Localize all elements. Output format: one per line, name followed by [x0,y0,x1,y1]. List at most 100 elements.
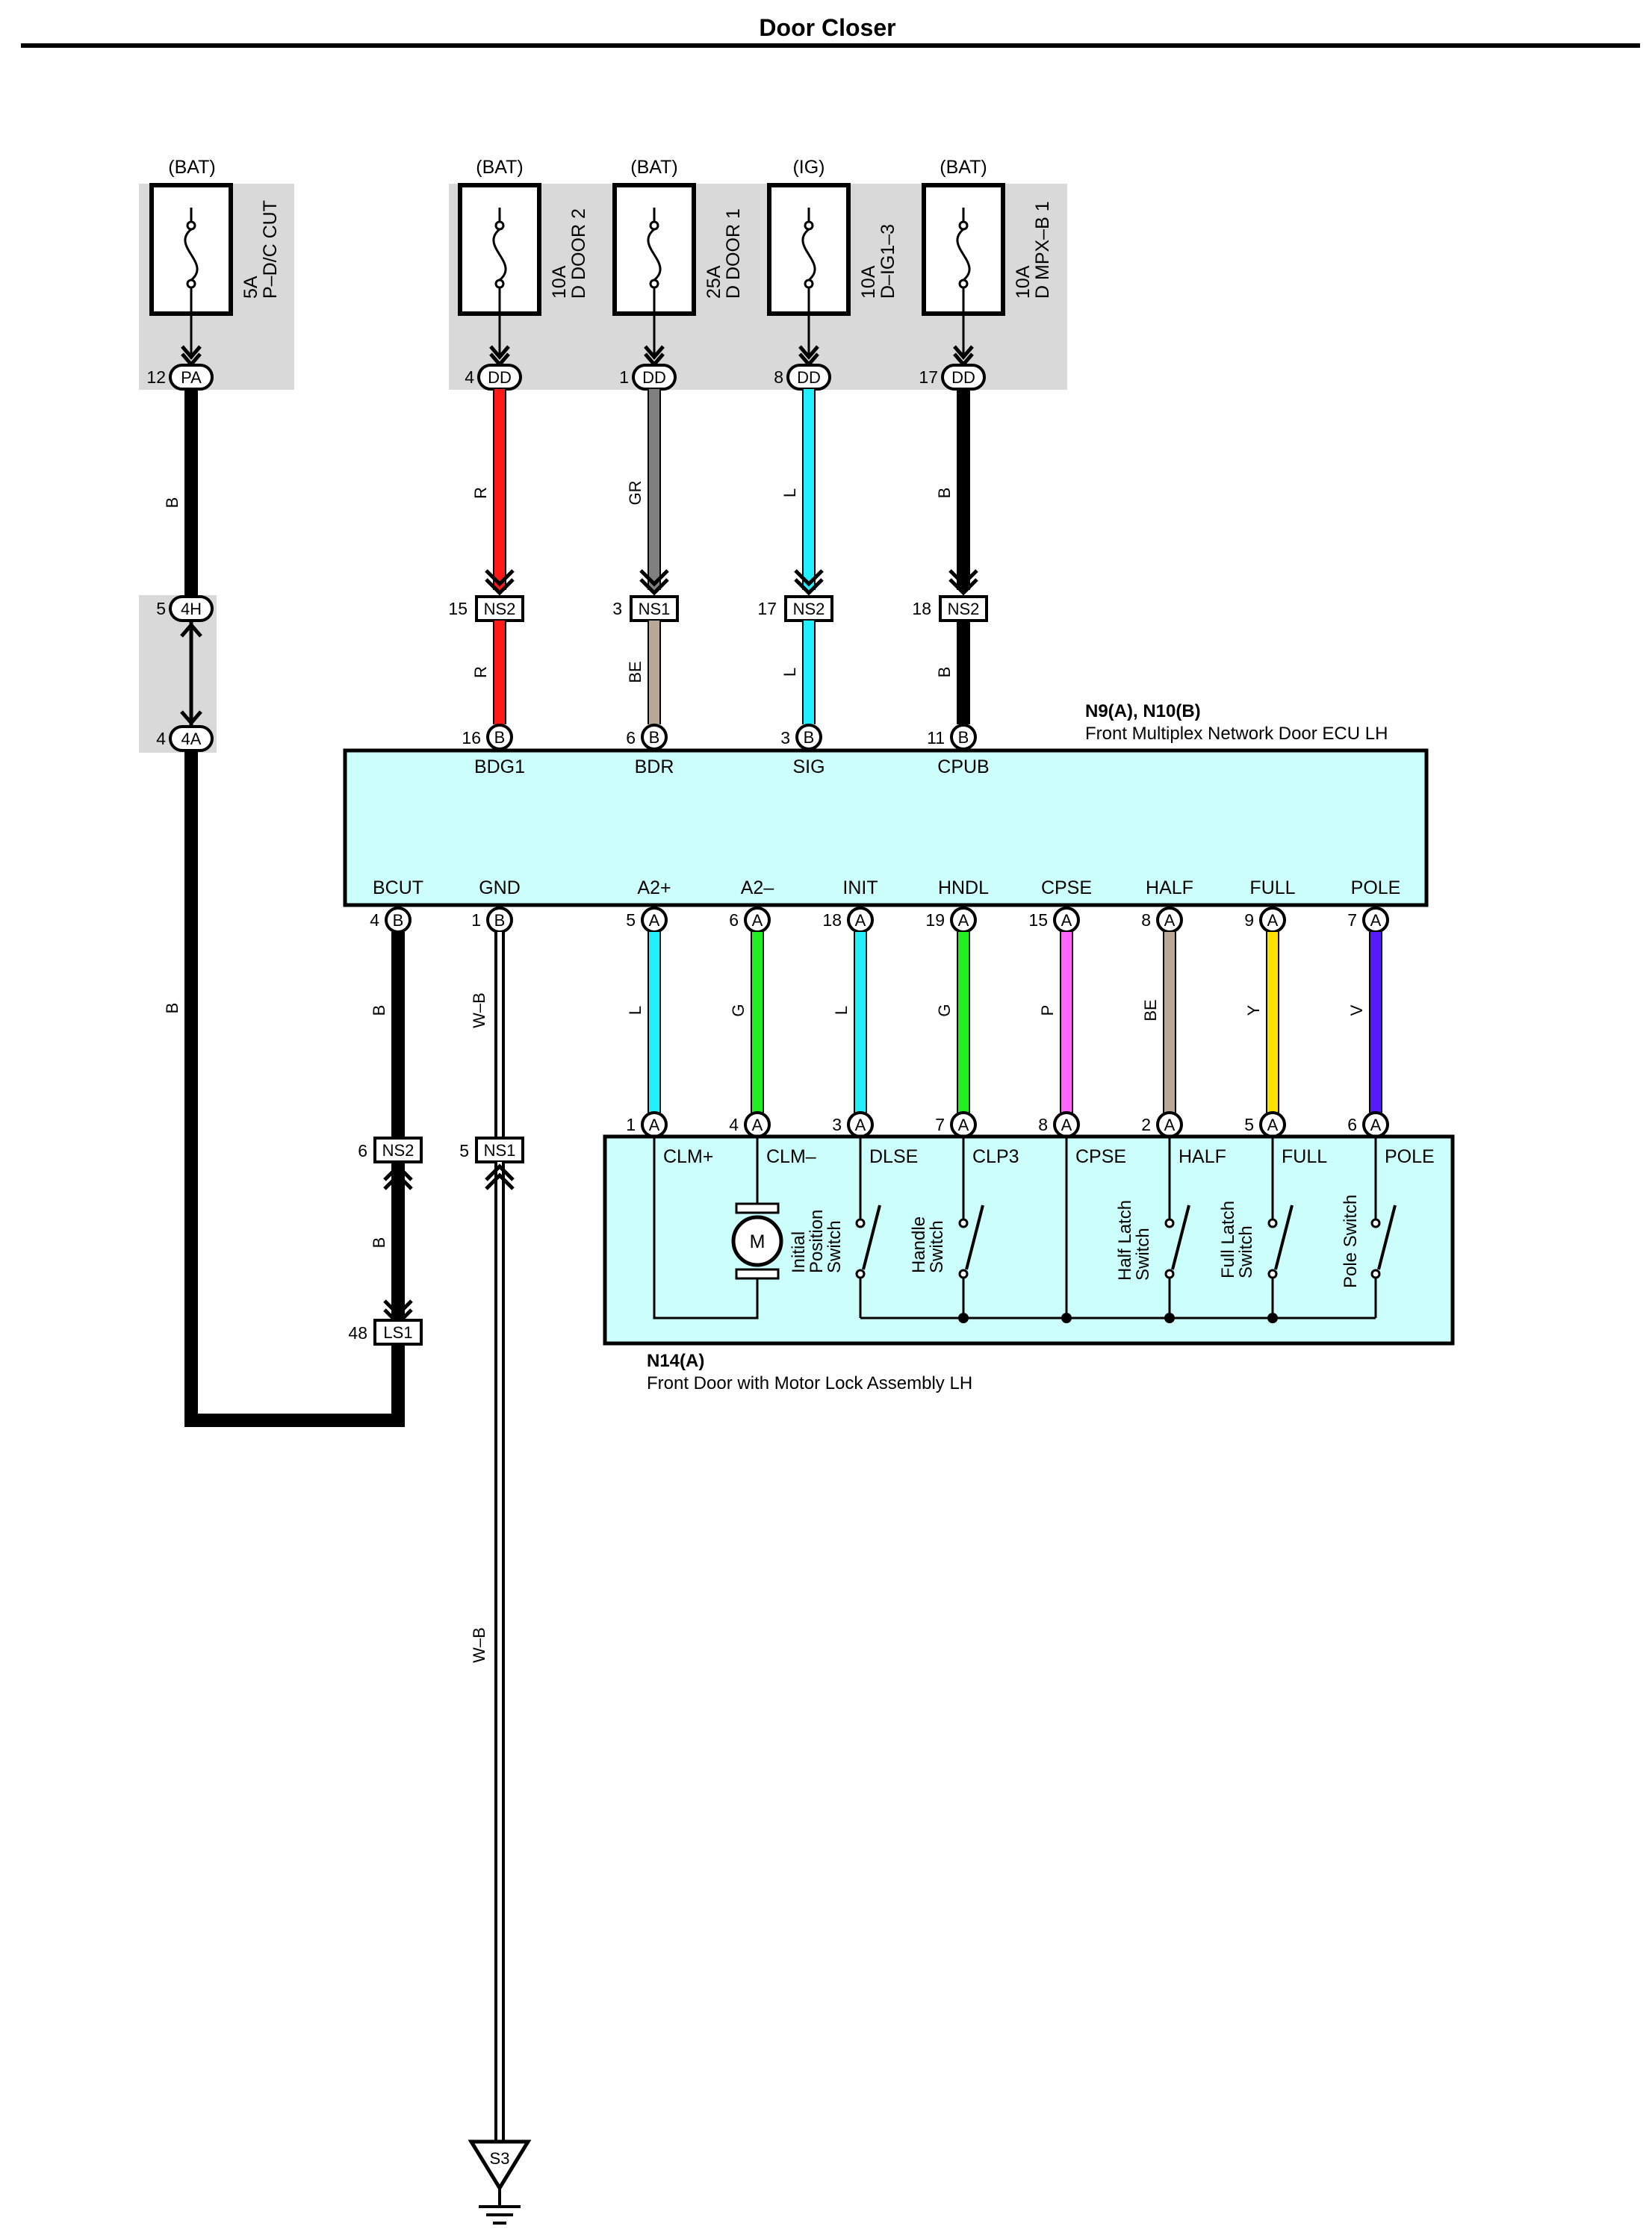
ecu-terminal-label: HNDL [938,877,989,898]
pin-number: 18 [822,910,842,930]
signal-wire-a2-minus: 6 A G 4 A [729,907,771,1138]
wire-color-label: GR [626,481,645,506]
connector-code: NS2 [484,600,516,618]
ecu-terminal-label: GND [479,877,521,898]
ecu-terminal-label: BDG1 [474,756,525,777]
fuse-name: D DOOR 1 [723,208,744,299]
fuse-name: D MPX–B 1 [1032,201,1053,299]
ecu-terminal-label: CPUB [937,756,989,777]
pin-number: 5 [459,1141,469,1160]
fuse-d-ig1-3: (IG) 10A D–IG1–3 8 DD [767,157,898,391]
wire-color-label: G [935,1004,954,1016]
pin-number: 7 [935,1115,945,1134]
wire-color-label: W–B [470,1627,488,1663]
wire-color-label: BE [1141,999,1160,1021]
connector-code: LS1 [383,1323,412,1342]
ecu-terminal-label: BCUT [373,877,423,898]
pin-number: 6 [1347,1115,1357,1134]
ecu-terminal-label: SIG [792,756,825,777]
fuse-source: (BAT) [476,157,523,178]
lock-terminal-label: POLE [1385,1146,1435,1167]
connector-code: B [494,911,506,930]
fuse-amp: 25A [704,265,724,299]
connector-code: DD [797,368,821,387]
connector-code: 4A [181,730,202,748]
connector-code: A [1370,911,1382,930]
door-lock-assembly-lh: N14(A) Front Door with Motor Lock Assemb… [603,1134,1455,1393]
signal-wire-pole: 7 A V 6 A [1347,907,1389,1138]
title-rule [21,43,1640,48]
pin-number: 19 [925,910,945,930]
wire-color-label: L [832,1006,851,1015]
switch-icon [1171,1205,1190,1270]
ecu-terminal-label: FULL [1249,877,1295,898]
signal-wire-cpse: 15 A P 8 A [1028,907,1080,1138]
lock-terminal-label: FULL [1282,1146,1327,1167]
switch-label: Pole Switch [1341,1195,1361,1288]
pin-number: 4 [370,910,379,930]
switch-label: Position [807,1210,827,1273]
switch-label: Half Latch [1115,1200,1135,1281]
ecu-terminal-label: CPSE [1041,877,1092,898]
connector-code: PA [181,368,202,387]
pin-number: 3 [832,1115,842,1134]
pin-number: 17 [757,599,777,618]
connector-code: A [1061,911,1072,930]
switch-label: Switch [927,1220,947,1273]
pin-number: 4 [729,1115,739,1134]
fuse-amp: 5A [240,276,261,299]
ground-wire: 1 B W–B 5 NS1 W–B S3 [459,907,532,2225]
fuse-source: (BAT) [630,157,677,178]
lock-assembly-name: Front Door with Motor Lock Assembly LH [647,1373,972,1393]
ecu-body [343,748,1429,907]
fuse-source: (IG) [792,157,825,178]
wire-color-label: L [780,488,799,497]
switch-label: Switch [1236,1225,1256,1278]
switch-icon [1377,1205,1397,1270]
connector-code: A [958,1116,969,1134]
wire-color-label: L [780,668,799,677]
left-black-wire: B 5 4H 4 4A B [156,389,405,1427]
fuse-d-door-1: (BAT) 25A D DOOR 1 1 DD [612,157,744,391]
signal-wire-hndl: 19 A G 7 A [925,907,977,1138]
pin-number: 8 [1038,1115,1048,1134]
ecu-code: N9(A), N10(B) [1085,701,1201,721]
switch-icon [1274,1205,1294,1270]
connector-code: NS1 [639,600,671,618]
pin-number: 9 [1244,910,1254,930]
wire-color-label: R [471,666,490,678]
wire-color-label: BE [626,661,645,683]
pin-number: 8 [774,367,783,387]
ls1-connector [373,1319,423,1346]
pin-number: 4 [156,729,166,748]
pin-number: 6 [729,910,739,930]
connector-code: DD [642,368,666,387]
fuse-p-dc-cut: (BAT) 5A P–D/C CUT 12 PA [146,157,281,391]
connector-code: A [1370,1116,1382,1134]
pin-number: 1 [626,1115,636,1134]
connector-code: DD [488,368,512,387]
pin-number: 17 [919,367,938,387]
pin-number: 1 [619,367,629,387]
connector-code: A [1164,1116,1176,1134]
lock-terminal-label: HALF [1179,1146,1226,1167]
connector-code: A [752,911,763,930]
pin-number: 15 [1028,910,1048,930]
lock-terminal-label: CPSE [1075,1146,1126,1167]
signal-wire-a2-plus: 5 A L 1 A [626,907,668,1138]
fuse-amp: 10A [858,265,879,299]
fuse-name: D–IG1–3 [878,224,898,299]
wire-color-label: R [471,487,490,499]
ecu-supply-wire-cpub: B 18 NS2 B 11 B [912,389,988,750]
pin-number: 15 [448,599,468,618]
connector-code: A [958,911,969,930]
ecu-terminal-label: A2– [741,877,774,898]
switch-label: Handle [909,1216,929,1273]
wire-color-label: L [626,1006,645,1015]
pin-number: 7 [1347,910,1357,930]
lock-assembly-code: N14(A) [647,1351,704,1371]
signal-wire-full: 9 A Y 5 A [1244,907,1286,1138]
pin-number: 5 [626,910,636,930]
pin-number: 6 [358,1141,367,1160]
